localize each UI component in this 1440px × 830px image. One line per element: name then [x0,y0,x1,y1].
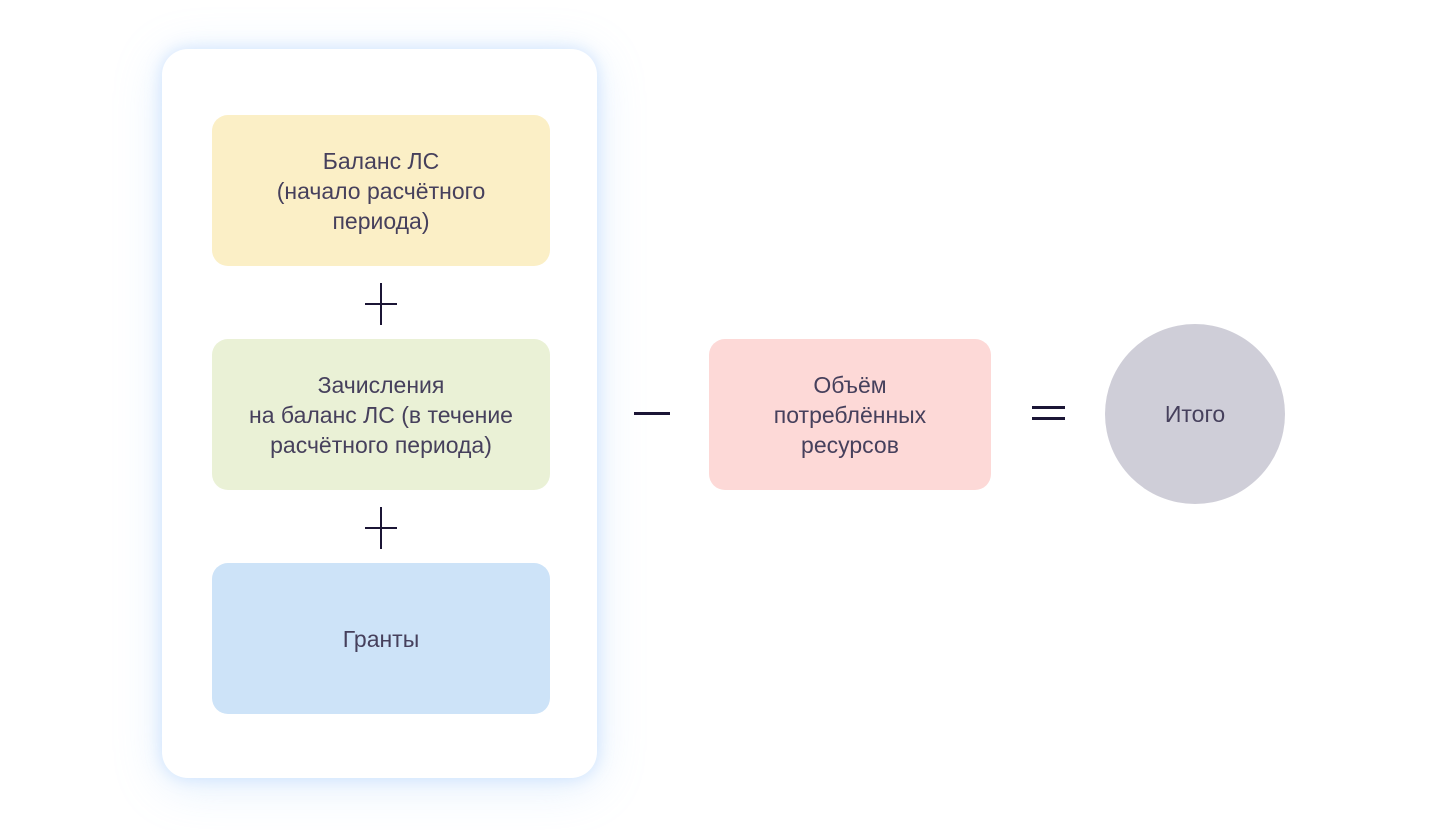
plus-icon [365,283,397,325]
consumed-resources-box-label: Объём потреблённых ресурсов [773,371,927,458]
total-circle: Итого [1105,324,1285,504]
consumed-resources-box: Объём потреблённых ресурсов [709,339,991,490]
minus-icon [634,412,670,415]
sum-components-card: Баланс ЛС (начало расчётного периода) За… [162,49,597,778]
total-circle-label: Итого [1164,401,1226,427]
balance-box-label: Баланс ЛС (начало расчётного периода) [276,147,486,234]
credits-box: Зачисления на баланс ЛС (в течение расчё… [212,339,550,490]
equals-icon [1032,406,1065,420]
grants-box-label: Гранты [342,625,420,652]
balance-box: Баланс ЛС (начало расчётного периода) [212,115,550,266]
grants-box: Гранты [212,563,550,714]
credits-box-label: Зачисления на баланс ЛС (в течение расчё… [249,371,513,458]
plus-icon [365,507,397,549]
